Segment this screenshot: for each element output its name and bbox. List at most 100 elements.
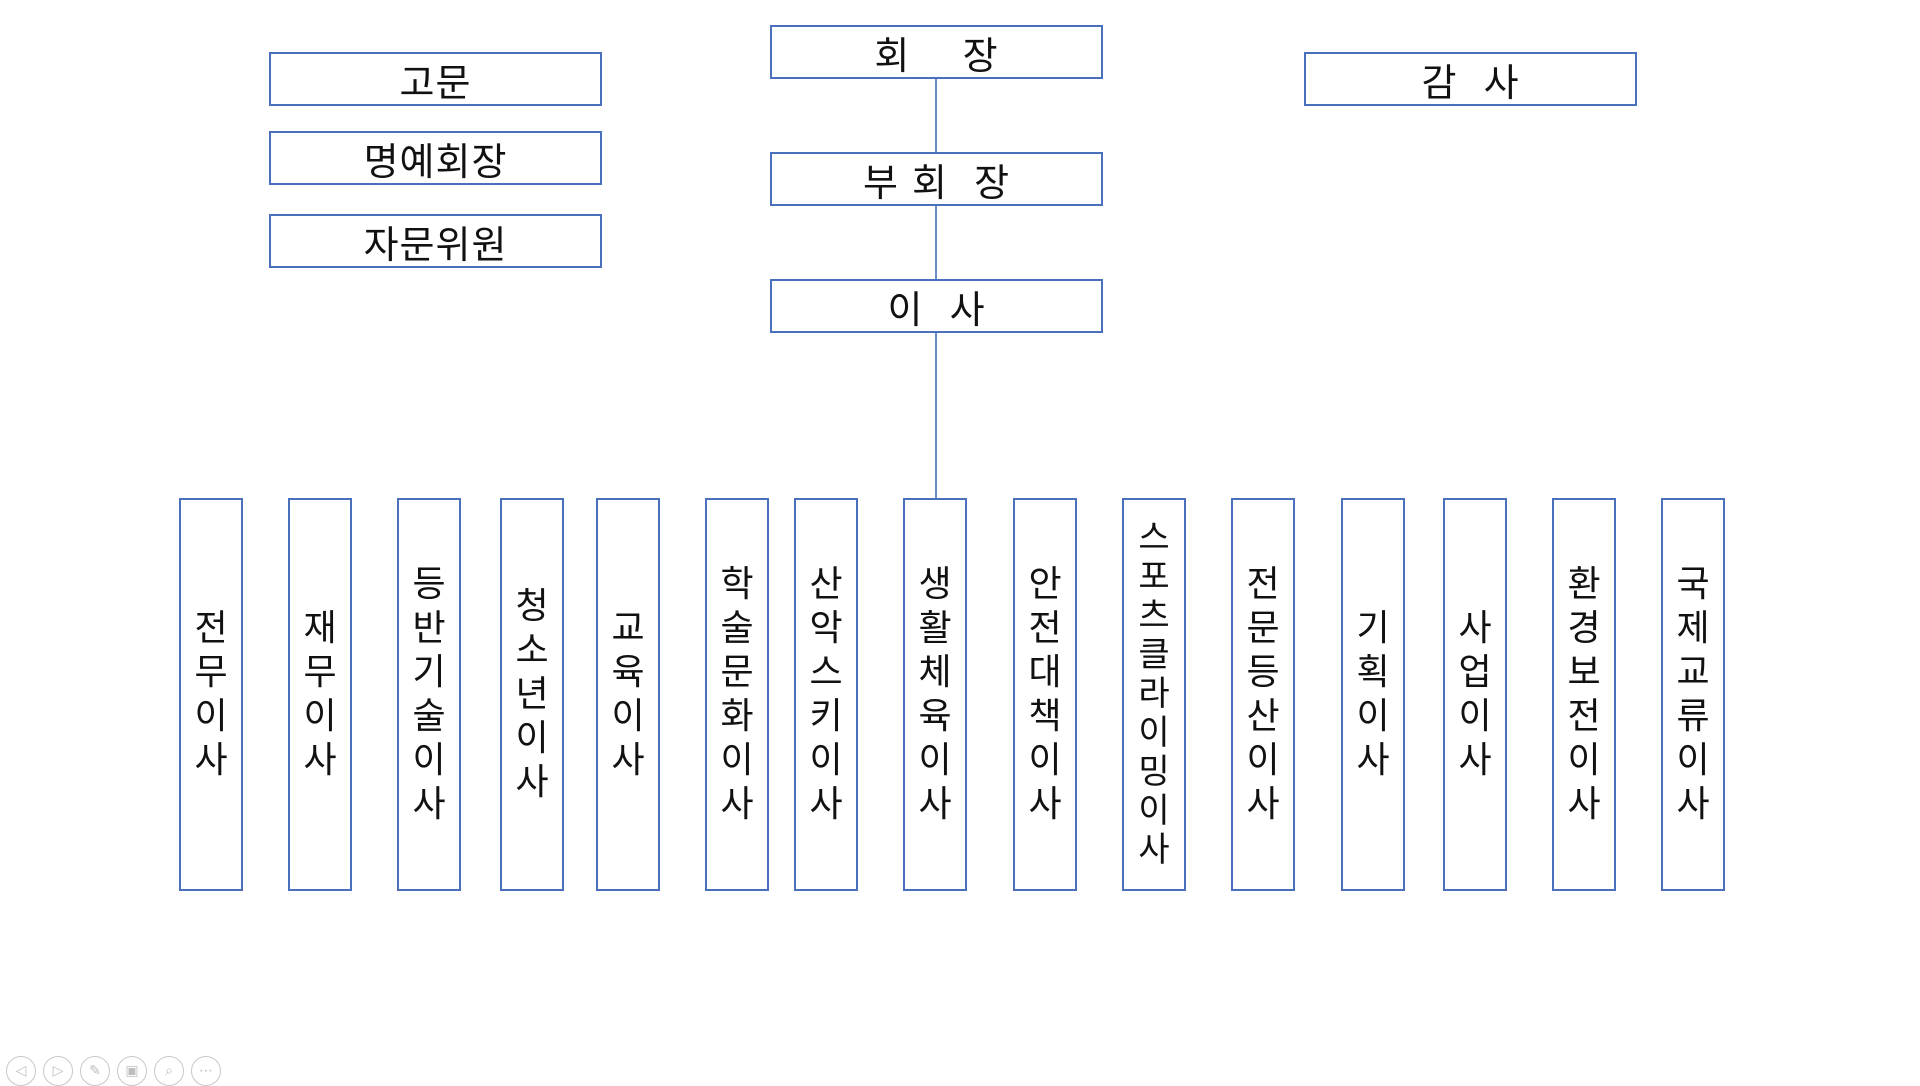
dept-label-char: 교 <box>1676 651 1710 693</box>
dept-label-char: 전 <box>1567 695 1601 737</box>
dept-label-char: 산 <box>809 563 843 605</box>
dept-label-char: 이 <box>1138 791 1170 831</box>
auditor-label: 감 사 <box>1421 60 1520 105</box>
dept-label-char: 청 <box>515 585 549 627</box>
dept-label-char: 이 <box>720 739 754 781</box>
dept-label-char: 이 <box>303 695 337 737</box>
dept-label-char: 이 <box>1567 739 1601 781</box>
connector-president-vice <box>935 78 937 152</box>
dept-label-char: 사 <box>1458 739 1492 781</box>
dept-label-char: 이 <box>194 695 228 737</box>
dept-label-char: 사 <box>1567 783 1601 825</box>
dept-label-char: 사 <box>1356 739 1390 781</box>
dept-label-char: 사 <box>194 739 228 781</box>
dept-label-char: 무 <box>303 651 337 693</box>
dept-label-char: 이 <box>515 717 549 759</box>
dept-label-char: 산 <box>1246 695 1280 737</box>
dept-label-char: 이 <box>1458 695 1492 737</box>
dept-label-char: 이 <box>918 739 952 781</box>
dept-label-char: 사 <box>720 783 754 825</box>
dept-label-char: 사 <box>1676 783 1710 825</box>
dept-label-char: 전 <box>1028 607 1062 649</box>
dept-label-char: 화 <box>720 695 754 737</box>
pen-icon[interactable]: ✎ <box>80 1056 110 1086</box>
honorary-president-label: 명예회장 <box>363 139 508 184</box>
dept-label-char: 이 <box>412 739 446 781</box>
dept-label-char: 스 <box>1138 518 1170 558</box>
connector-vice-director <box>935 205 937 279</box>
next-icon[interactable]: ▷ <box>43 1056 73 1086</box>
dept-label-char: 활 <box>918 607 952 649</box>
dept-label-char: 기 <box>412 651 446 693</box>
director-label: 이 사 <box>887 287 986 332</box>
dept-label-char: 문 <box>1246 607 1280 649</box>
dept-label-char: 등 <box>1246 651 1280 693</box>
auditor-box: 감 사 <box>1304 52 1637 106</box>
previous-icon[interactable]: ◁ <box>6 1056 36 1086</box>
dept-label-char: 이 <box>809 739 843 781</box>
dept-label-char: 경 <box>1567 607 1601 649</box>
dept-label-char: 류 <box>1676 695 1710 737</box>
dept-label-char: 사 <box>412 783 446 825</box>
dept-label-char: 클 <box>1138 635 1170 675</box>
dept-label-char: 라 <box>1138 674 1170 714</box>
dept-label-char: 술 <box>720 607 754 649</box>
slides-icon[interactable]: ▣ <box>117 1056 147 1086</box>
more-icon[interactable]: ⋯ <box>191 1056 221 1086</box>
president-box: 회 장 <box>770 25 1103 79</box>
dept-label-char: 사 <box>918 783 952 825</box>
dept-label-char: 반 <box>412 607 446 649</box>
dept-label-char: 문 <box>720 651 754 693</box>
dept-label-char: 스 <box>809 651 843 693</box>
dept-label-char: 보 <box>1567 651 1601 693</box>
dept-label-char: 사 <box>515 761 549 803</box>
dept-label-char: 키 <box>809 695 843 737</box>
dept-label-char: 술 <box>412 695 446 737</box>
connector-director-departments <box>935 332 937 498</box>
dept-label-char: 사 <box>1458 607 1492 649</box>
dept-label-char: 생 <box>918 563 952 605</box>
dept-label-char: 사 <box>303 739 337 781</box>
zoom-icon[interactable]: ⌕ <box>154 1056 184 1086</box>
dept-label-char: 소 <box>515 629 549 671</box>
dept-label-char: 환 <box>1567 563 1601 605</box>
advisor-box: 고문 <box>269 52 602 106</box>
dept-label-char: 업 <box>1458 651 1492 693</box>
dept-label-char: 안 <box>1028 563 1062 605</box>
dept-label-char: 육 <box>918 695 952 737</box>
dept-label-char: 이 <box>1028 739 1062 781</box>
dept-label-char: 사 <box>1138 830 1170 870</box>
dept-label-char: 전 <box>1246 563 1280 605</box>
vice-president-label: 부 회 장 <box>862 160 1011 205</box>
dept-label-char: 이 <box>611 695 645 737</box>
vice-president-box: 부 회 장 <box>770 152 1103 206</box>
director-box: 이 사 <box>770 279 1103 333</box>
honorary-president-box: 명예회장 <box>269 131 602 185</box>
